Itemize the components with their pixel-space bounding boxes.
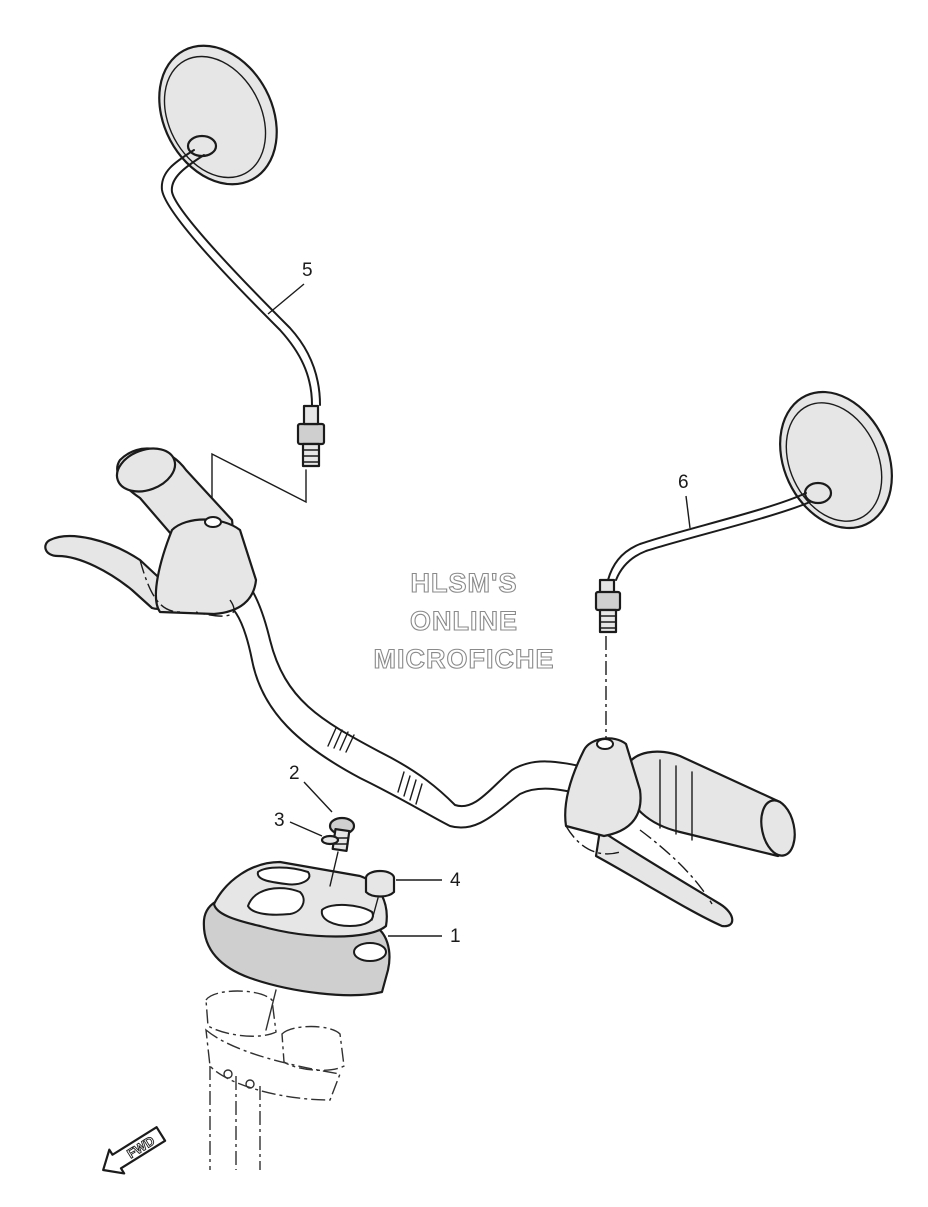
- cap[interactable]: [364, 869, 396, 921]
- right-clamp-hole: [596, 738, 614, 750]
- handlebar-knurl-right: [397, 771, 423, 805]
- callout-5-group: 5: [267, 260, 313, 315]
- handlebar-knurl-left: [327, 727, 355, 753]
- callout-5-leader: [267, 283, 305, 315]
- holder-side-hole: [353, 942, 387, 962]
- forward-direction-marker: FWD: [102, 1126, 167, 1175]
- handlebar[interactable]: [44, 441, 799, 928]
- left-lever-clamp: [154, 518, 258, 616]
- left-mirror-rim: [163, 55, 267, 179]
- right-mirror-rim: [785, 402, 883, 522]
- left-mirror-thread-lines: [302, 449, 320, 463]
- left-clamp-hole: [204, 516, 222, 528]
- left-grip-end: [115, 447, 177, 493]
- callout-6-group: 6: [678, 472, 691, 529]
- right-mirror-stem-inner: [615, 501, 811, 581]
- callout-2-leader: [303, 781, 333, 813]
- callout-6: 6: [678, 472, 689, 493]
- bracket-outline-left: [205, 990, 277, 1037]
- callout-5: 5: [302, 260, 313, 281]
- right-mirror-nut: [594, 590, 622, 612]
- left-mirror-head: [158, 44, 278, 186]
- watermark-line-3: MICROFICHE: [374, 644, 555, 674]
- bolt-assembly-line: [329, 851, 339, 887]
- callout-3-group: 3: [274, 810, 323, 837]
- cap-body: [364, 876, 396, 898]
- handlebar-tube-top: [209, 565, 591, 808]
- callout-2-group: 2: [289, 763, 333, 813]
- right-mirror-boss: [803, 481, 833, 505]
- steering-stem: [209, 1066, 261, 1170]
- bracket-bolt-hole-a: [223, 1069, 233, 1079]
- left-mirror-collar: [302, 404, 320, 426]
- cap-to-holder-line: [371, 897, 379, 921]
- right-brake-lever: [594, 828, 734, 928]
- callout-2: 2: [289, 763, 300, 784]
- right-mirror-stem: [607, 492, 807, 581]
- left-mirror-stem-inner: [170, 154, 321, 406]
- holder-slot-right: [320, 904, 374, 928]
- left-mirror[interactable]: [136, 25, 326, 468]
- bolt[interactable]: [328, 816, 356, 852]
- washer-ring: [320, 834, 340, 846]
- holder-slot-left: [246, 887, 305, 916]
- callout-3: 3: [274, 810, 285, 831]
- watermark-line-1: HLSM'S: [411, 568, 518, 598]
- callout-3-leader: [289, 821, 323, 837]
- left-mirror-assembly-line: [211, 452, 307, 521]
- forward-arrow-icon: [102, 1126, 167, 1175]
- left-mirror-nut: [296, 422, 326, 446]
- left-mirror-stem: [160, 149, 313, 406]
- handlebar-tube-bottom: [209, 598, 589, 829]
- left-lever-pivot-outline: [139, 559, 235, 617]
- callout-4-group: 4: [396, 870, 461, 891]
- callout-1: 1: [450, 926, 461, 947]
- holder-to-bracket-line: [265, 989, 277, 1031]
- right-lever-pivot-outline: [565, 825, 713, 905]
- bracket-body: [205, 1028, 341, 1101]
- left-brake-lever: [44, 535, 173, 610]
- upper-bracket: [205, 989, 345, 1170]
- holder-slot-top: [256, 866, 311, 886]
- right-lever-clamp: [564, 737, 642, 838]
- handlebar-holder[interactable]: [202, 860, 391, 997]
- watermark: HLSM'S ONLINE MICROFICHE: [373, 567, 555, 674]
- callout-6-leader: [685, 495, 691, 529]
- right-mirror[interactable]: [594, 374, 913, 634]
- right-grip-ribs: [659, 759, 693, 841]
- watermark-line-2: ONLINE: [410, 606, 518, 636]
- right-grip-end: [760, 799, 796, 857]
- bracket-outline-right: [281, 1025, 345, 1071]
- right-mirror-thread-lines: [599, 615, 617, 629]
- callout-4: 4: [450, 870, 461, 891]
- bracket-bolt-hole-b: [245, 1079, 255, 1089]
- callout-1-group: 1: [388, 926, 461, 947]
- washer[interactable]: [320, 834, 340, 846]
- left-mirror-boss: [186, 134, 218, 158]
